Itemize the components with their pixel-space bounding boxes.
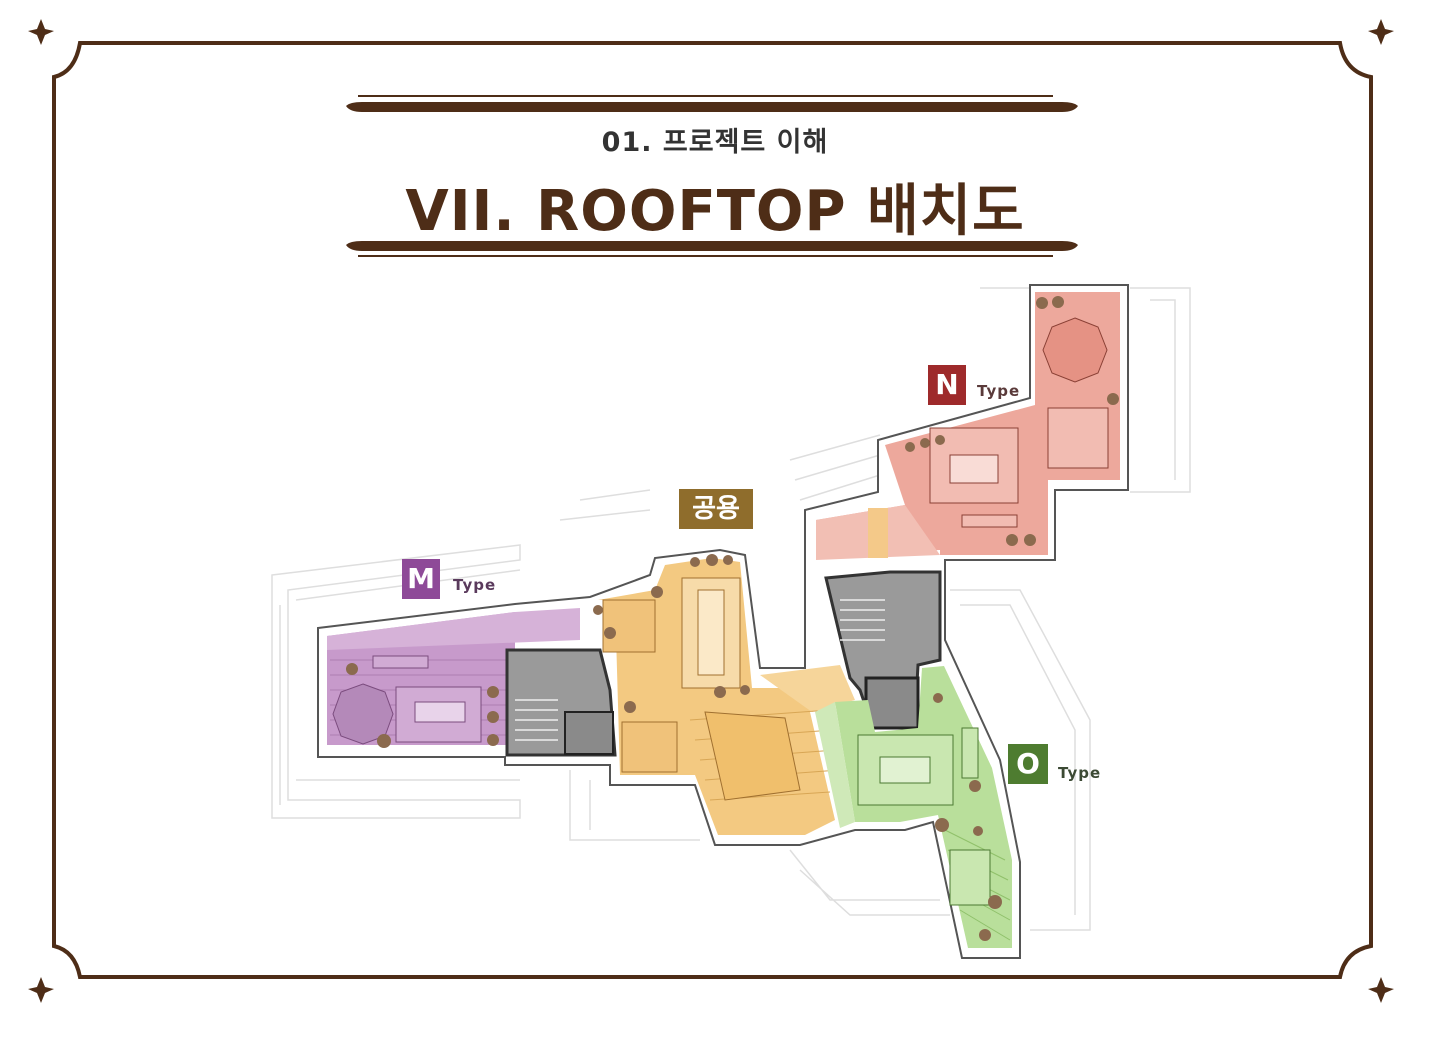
zone-n-area bbox=[816, 292, 1120, 560]
zone-tag-common: 공용 bbox=[679, 489, 753, 529]
trees bbox=[346, 296, 1119, 941]
section-subtitle: 01. 프로젝트 이해 bbox=[601, 127, 829, 158]
zone-tag-n: N bbox=[928, 365, 966, 405]
corner-ornament-bottom-left bbox=[28, 977, 54, 1003]
frame-border bbox=[52, 41, 1373, 979]
core-left bbox=[505, 648, 617, 757]
zone-tag-n-type: Type bbox=[977, 382, 1021, 400]
zone-o-area bbox=[815, 666, 1012, 948]
corner-ornament-top-right bbox=[1368, 19, 1394, 45]
zone-tag-m-type: Type bbox=[453, 576, 497, 594]
zone-m-area bbox=[327, 608, 580, 745]
corner-ornament-top-left bbox=[28, 19, 54, 45]
corner-ornaments bbox=[28, 19, 1394, 1003]
title-rules bbox=[346, 95, 1078, 257]
zone-tag-o: O bbox=[1008, 744, 1048, 784]
core-right bbox=[824, 570, 942, 730]
zone-tag-m: M bbox=[402, 559, 440, 599]
surrounding-building-outlines bbox=[271, 287, 1191, 931]
corner-ornament-bottom-right bbox=[1368, 977, 1394, 1003]
page-title: VII. ROOFTOP 배치도 bbox=[405, 179, 1025, 244]
zone-tag-o-type: Type bbox=[1058, 764, 1102, 782]
